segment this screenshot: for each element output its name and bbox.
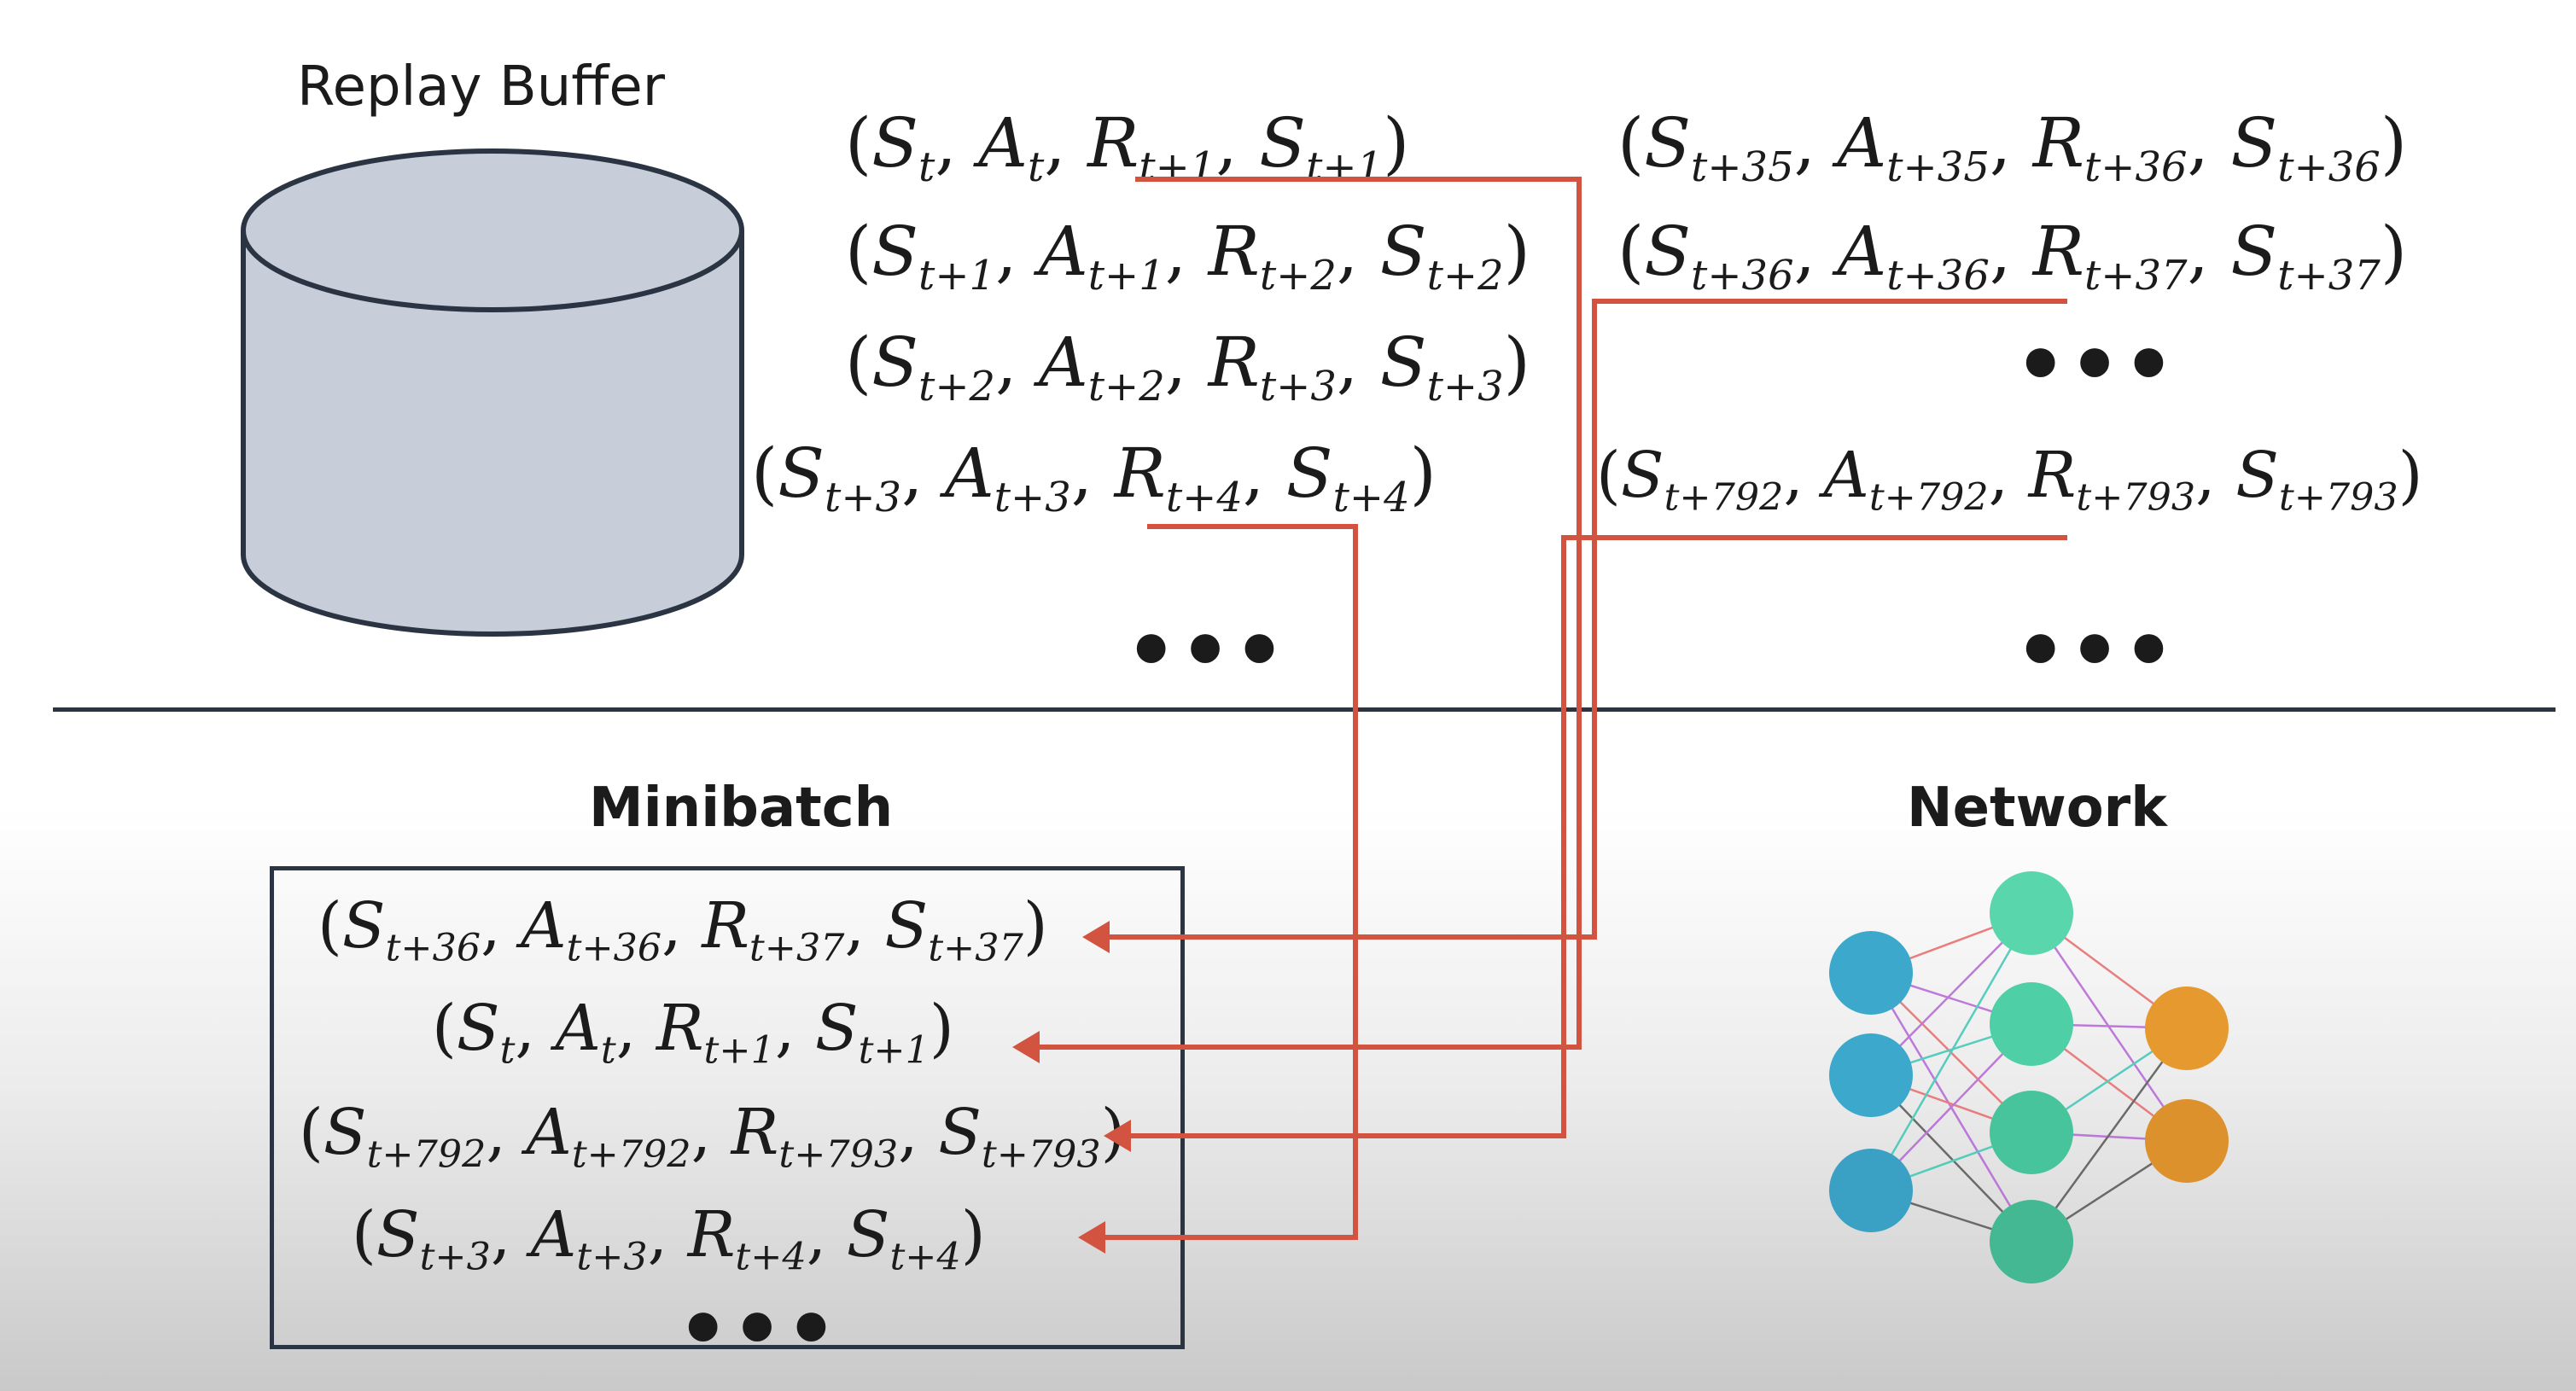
network-title: Network (1907, 777, 2167, 840)
minibatch-transition-1: (St+36, At+36, Rt+37, St+37) (318, 889, 1048, 970)
buffer-transition-left-4: (St+3, At+3, Rt+4, St+4) (751, 434, 1437, 521)
network-edges (1869, 911, 2188, 1243)
replay-buffer-title: Replay Buffer (297, 55, 666, 119)
network-hidden-layer (1990, 871, 2073, 1283)
buffer-transition-right-2: (St+36, At+36, Rt+37, St+37) (1617, 212, 2408, 300)
buffer-transition-left-1: (St, At, Rt+1, St+1) (845, 103, 1410, 191)
buffer-ellipsis-right-bottom: ••• (2014, 603, 2177, 699)
buffer-ellipsis-right-middle: ••• (2014, 317, 2177, 413)
minibatch-transition-2: (St, At, Rt+1, St+1) (432, 992, 954, 1073)
buffer-transition-right-3: (St+792, At+792, Rt+793, St+793) (1596, 439, 2423, 520)
minibatch-transition-3: (St+792, At+792, Rt+793, St+793) (299, 1096, 1126, 1177)
buffer-ellipsis-left: ••• (1125, 603, 1288, 699)
buffer-transition-left-3: (St+2, At+2, Rt+3, St+3) (845, 323, 1530, 410)
buffer-transition-left-2: (St+1, At+1, Rt+2, St+2) (845, 212, 1530, 300)
network-input-layer (1829, 931, 1913, 1232)
minibatch-title: Minibatch (589, 777, 894, 840)
section-divider (53, 707, 2556, 712)
buffer-transition-right-1: (St+35, At+35, Rt+36, St+36) (1617, 103, 2408, 191)
minibatch-ellipsis: ••• (677, 1282, 840, 1377)
network-output-layer (2145, 987, 2229, 1183)
minibatch-transition-4: (St+3, At+3, Rt+4, St+4) (352, 1198, 986, 1279)
